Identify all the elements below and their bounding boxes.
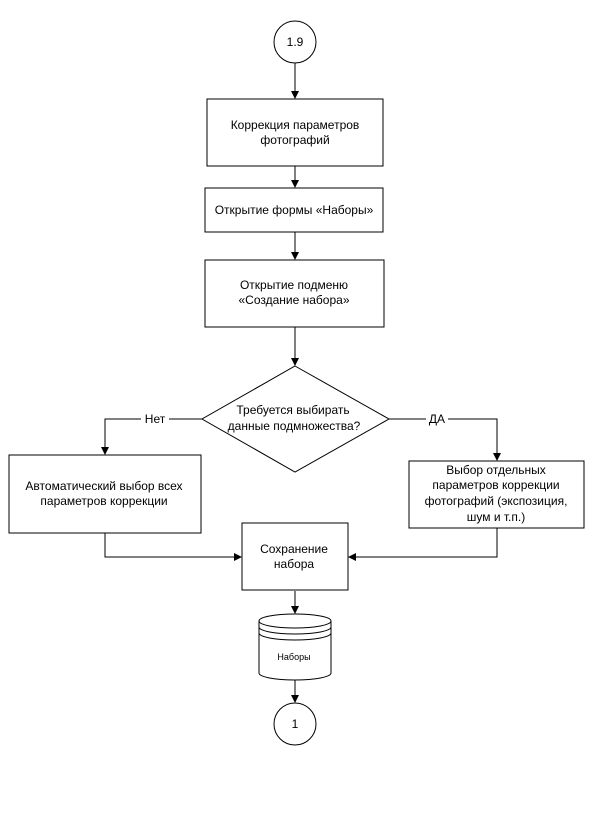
step-correction: Коррекция параметров фотографий bbox=[206, 98, 384, 167]
edge-label-no: Нет bbox=[145, 412, 166, 426]
step-manual-select-line-1: Выбор отдельных bbox=[446, 463, 545, 477]
step-correction-line-1: Коррекция параметров bbox=[231, 118, 360, 132]
step-save-set: Сохранение набора bbox=[241, 522, 349, 591]
edge-auto-to-save bbox=[104, 533, 242, 561]
step-manual-select: Выбор отдельных параметров коррекции фот… bbox=[408, 460, 585, 529]
step-auto-select: Автоматический выбор всех параметров кор… bbox=[8, 454, 202, 534]
decision-subset: Требуется выбирать данные подмножества? bbox=[200, 365, 391, 473]
step-save-set-line-2: набора bbox=[274, 557, 315, 571]
start-connector-label: 1.9 bbox=[287, 35, 304, 49]
decision-line-1: Требуется выбирать bbox=[236, 403, 349, 417]
decision-line-2: данные подмножества? bbox=[228, 419, 361, 433]
step-auto-select-line-1: Автоматический выбор всех bbox=[25, 479, 182, 493]
step-manual-select-line-3: фотографий (экспозиция, bbox=[425, 494, 568, 508]
edge-label-yes: ДА bbox=[429, 412, 445, 426]
step-open-form-label: Открытие формы «Наборы» bbox=[215, 203, 374, 217]
step-open-form: Открытие формы «Наборы» bbox=[204, 187, 384, 233]
step-open-submenu: Открытие подменю «Создание набора» bbox=[204, 259, 385, 328]
edge-manual-to-save bbox=[348, 528, 498, 561]
edge-decision-no bbox=[101, 418, 202, 455]
end-connector-label: 1 bbox=[292, 717, 299, 731]
start-connector: 1.9 bbox=[273, 20, 317, 64]
step-correction-line-2: фотографий bbox=[260, 133, 329, 147]
step-manual-select-line-4: шум и т.п.) bbox=[467, 510, 525, 524]
step-open-submenu-line-2: «Создание набора» bbox=[239, 293, 350, 307]
database-sets: Наборы bbox=[258, 613, 332, 681]
edge-decision-yes bbox=[389, 418, 501, 461]
step-manual-select-line-2: параметров коррекции bbox=[432, 478, 559, 492]
end-connector: 1 bbox=[273, 702, 317, 746]
step-save-set-line-1: Сохранение bbox=[260, 542, 328, 556]
step-open-submenu-line-1: Открытие подменю bbox=[240, 278, 348, 292]
step-auto-select-line-2: параметров коррекции bbox=[40, 494, 167, 508]
database-label: Наборы bbox=[277, 652, 310, 662]
